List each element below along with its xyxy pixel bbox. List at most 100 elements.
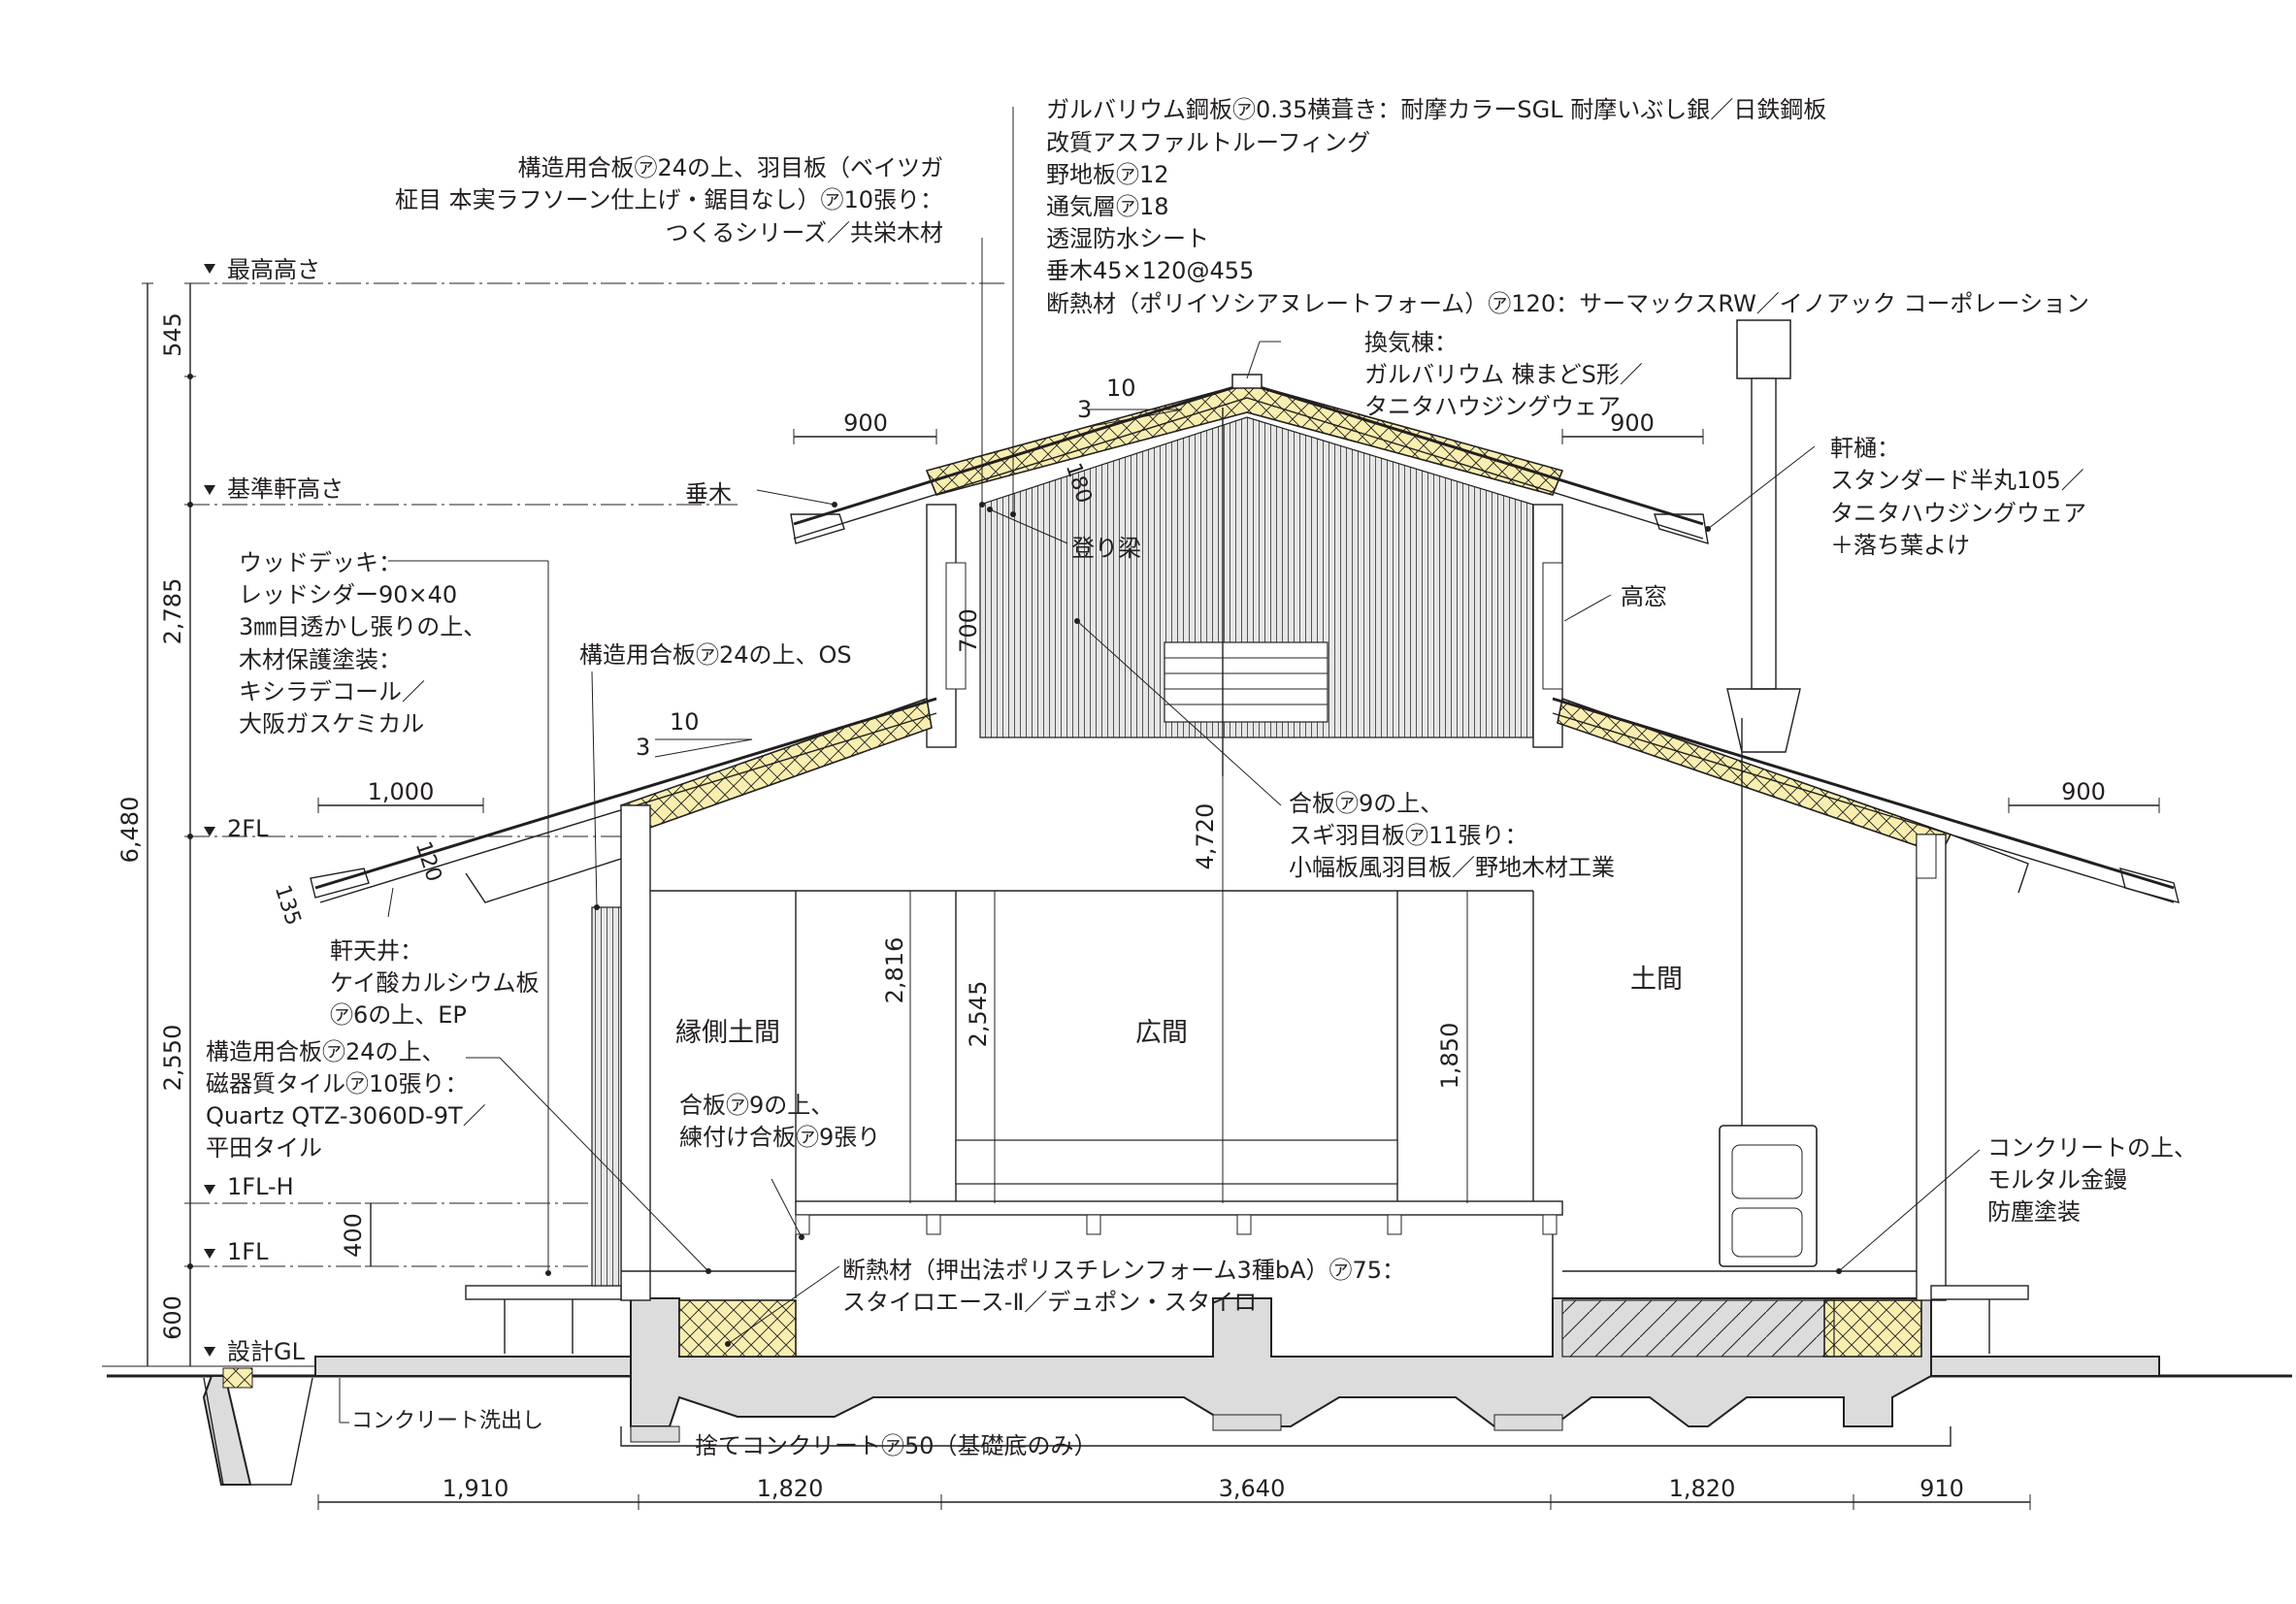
- eave-dim-900-lower-right: 900: [2061, 778, 2106, 805]
- svg-text:合板㋐9の上、: 合板㋐9の上、: [1289, 790, 1443, 817]
- dim-400: 400: [340, 1213, 367, 1258]
- leader-lines: [339, 107, 1981, 1447]
- high-window-note: 高窓: [1621, 583, 1667, 610]
- wood-stove: [1719, 319, 1818, 1267]
- deck-note: ウッドデッキ： レッドシダー90×40 3㎜目透かし張りの上、 木材保護塗装： …: [239, 549, 486, 737]
- svg-text:タニタハウジングウェア: タニタハウジングウェア: [1830, 500, 2086, 527]
- gutter-note: 軒樋： スタンダード半丸105／ タニタハウジングウェア ＋落ち葉よけ: [1830, 435, 2086, 559]
- svg-text:レッドシダー90×40: レッドシダー90×40: [239, 581, 457, 608]
- svg-text:軒樋：: 軒樋：: [1830, 435, 1900, 462]
- svg-text:ガルバリウム 棟まどS形／: ガルバリウム 棟まどS形／: [1364, 361, 1643, 388]
- svg-text:木材保護塗装：: 木材保護塗装：: [239, 646, 402, 673]
- bottom-dimension-line: [317, 1494, 2031, 1510]
- dim-545: 545: [159, 312, 186, 357]
- inner-dimension-lines: [909, 408, 1468, 1203]
- slope-upper-rise: 3: [1077, 396, 1092, 423]
- svg-text:合板㋐9の上、: 合板㋐9の上、: [679, 1092, 834, 1119]
- room-hiroma: 広間: [1135, 1018, 1188, 1048]
- svg-text:モルタル金鏝: モルタル金鏝: [1987, 1166, 2127, 1194]
- slope-lower-run: 10: [670, 708, 700, 736]
- dim-700: 700: [955, 608, 982, 653]
- dim-1910: 1,910: [443, 1475, 509, 1502]
- svg-text:＋落ち葉よけ: ＋落ち葉よけ: [1830, 532, 1970, 559]
- upper-roof: [790, 374, 1709, 776]
- soffit-note: 軒天井： ケイ酸カルシウム板 ㋐6の上、EP: [330, 937, 540, 1029]
- svg-text:キシラデコール／: キシラデコール／: [239, 678, 425, 705]
- ground-and-foundation: [107, 1297, 2292, 1486]
- svg-text:㋐6の上、EP: ㋐6の上、EP: [330, 1001, 467, 1029]
- blinding-concrete-note: 捨てコンクリート㋐50（基礎底のみ）: [695, 1432, 1098, 1459]
- svg-text:ガルバリウム鋼板㋐0.35横葺き：耐摩カラーSGL 耐摩いぶ: ガルバリウム鋼板㋐0.35横葺き：耐摩カラーSGL 耐摩いぶし銀／日鉄鋼板: [1046, 96, 1826, 123]
- svg-text:柾目 本実ラフソーン仕上げ・鋸目なし）㋐10張り：: 柾目 本実ラフソーン仕上げ・鋸目なし）㋐10張り：: [395, 186, 943, 213]
- floor-tile-note: 構造用合板㋐24の上、 磁器質タイル㋐10張り： Quartz QTZ-3060…: [206, 1038, 486, 1162]
- dim-2545: 2,545: [965, 981, 992, 1048]
- ceiling-spec-note: 構造用合板㋐24の上、羽目板（ベイツガ 柾目 本実ラフソーン仕上げ・鋸目なし）㋐…: [395, 154, 943, 246]
- svg-text:平田タイル: 平田タイル: [206, 1134, 322, 1162]
- level-1fl: 1FL: [227, 1238, 269, 1265]
- svg-text:つくるシリーズ／共栄木材: つくるシリーズ／共栄木材: [666, 219, 943, 246]
- dim-3640: 3,640: [1219, 1475, 1286, 1502]
- svg-text:断熱材（ポリイソシアヌレートフォーム）㋐120：サーマックス: 断熱材（ポリイソシアヌレートフォーム）㋐120：サーマックスRW／イノアック コ…: [1046, 290, 2089, 317]
- ridge-vent-note: 換気棟： ガルバリウム 棟まどS形／ タニタハウジングウェア: [1364, 329, 1643, 420]
- slope-symbol-lower: [654, 738, 753, 758]
- eave-dimension-lines: [317, 429, 2160, 813]
- room-engawa: 縁側土間: [675, 1018, 780, 1048]
- dim-600: 600: [159, 1295, 186, 1340]
- svg-text:ケイ酸カルシウム板: ケイ酸カルシウム板: [330, 969, 540, 997]
- svg-text:スギ羽目板㋐11張り：: スギ羽目板㋐11張り：: [1289, 822, 1528, 849]
- svg-text:コンクリートの上、: コンクリートの上、: [1987, 1134, 2197, 1162]
- svg-text:構造用合板㋐24の上、: 構造用合板㋐24の上、: [206, 1038, 445, 1065]
- svg-text:改質アスファルトルーフィング: 改質アスファルトルーフィング: [1046, 129, 1370, 156]
- level-eaves-height: 基準軒高さ: [227, 475, 344, 503]
- svg-text:換気棟：: 換気棟：: [1364, 329, 1458, 356]
- svg-text:防塵塗装: 防塵塗装: [1987, 1198, 2081, 1226]
- wall-board-note: 合板㋐9の上、 スギ羽目板㋐11張り： 小幅板風羽目板／野地木材工業: [1289, 790, 1615, 881]
- lower-roof-ceiling-note: 構造用合板㋐24の上、OS: [579, 641, 852, 669]
- eave-dim-900-upper-left: 900: [843, 409, 888, 437]
- roof-spec-note: ガルバリウム鋼板㋐0.35横葺き：耐摩カラーSGL 耐摩いぶし銀／日鉄鋼板 改質…: [1046, 96, 2089, 317]
- svg-text:構造用合板㋐24の上、羽目板（ベイツガ: 構造用合板㋐24の上、羽目板（ベイツガ: [517, 154, 943, 181]
- eave-dim-1000: 1,000: [368, 778, 435, 805]
- slope-upper-run: 10: [1106, 375, 1136, 402]
- svg-text:大阪ガスケミカル: 大阪ガスケミカル: [239, 710, 424, 737]
- eave-dim-900-upper-right: 900: [1610, 409, 1655, 437]
- svg-text:Quartz QTZ-3060D-9T／: Quartz QTZ-3060D-9T／: [206, 1102, 486, 1129]
- rising-beam-note: 登り梁: [1071, 535, 1141, 562]
- dim-1850: 1,850: [1436, 1023, 1463, 1090]
- level-max-height: 最高高さ: [227, 256, 320, 283]
- svg-text:練付け合板㋐9張り: 練付け合板㋐9張り: [679, 1124, 880, 1151]
- dim-910: 910: [1919, 1475, 1964, 1502]
- svg-text:断熱材（押出法ポリスチレンフォーム3種bA）㋐75：: 断熱材（押出法ポリスチレンフォーム3種bA）㋐75：: [842, 1257, 1405, 1284]
- dim-1820-left: 1,820: [757, 1475, 824, 1502]
- svg-text:透湿防水シート: 透湿防水シート: [1046, 225, 1209, 252]
- interior-structure: [465, 718, 2029, 1354]
- level-1fl-h: 1FL-H: [227, 1173, 294, 1200]
- slope-symbol-upper: [1086, 409, 1183, 428]
- dim-120: 120: [410, 838, 446, 885]
- dim-2785: 2,785: [159, 578, 186, 645]
- dim-135: 135: [270, 882, 306, 929]
- level-gl: 設計GL: [227, 1338, 306, 1365]
- rafter-note: 垂木: [685, 480, 732, 507]
- svg-text:通気層㋐18: 通気層㋐18: [1046, 193, 1169, 220]
- svg-text:スタンダード半丸105／: スタンダード半丸105／: [1830, 467, 2084, 494]
- dim-2816: 2,816: [881, 937, 908, 1004]
- svg-text:ウッドデッキ：: ウッドデッキ：: [239, 549, 402, 576]
- svg-text:小幅板風羽目板／野地木材工業: 小幅板風羽目板／野地木材工業: [1289, 854, 1615, 881]
- concrete-floor-note: コンクリートの上、 モルタル金鏝 防塵塗装: [1987, 1134, 2197, 1226]
- level-2fl: 2FL: [227, 815, 269, 842]
- svg-text:野地板㋐12: 野地板㋐12: [1046, 161, 1169, 188]
- exposed-concrete-note: コンクリート洗出し: [351, 1409, 543, 1433]
- svg-text:スタイロエース-Ⅱ／デュポン・スタイロ: スタイロエース-Ⅱ／デュポン・スタイロ: [842, 1289, 1257, 1316]
- dim-4720: 4,720: [1192, 803, 1219, 870]
- dim-2550: 2,550: [159, 1025, 186, 1092]
- svg-text:タニタハウジングウェア: タニタハウジングウェア: [1364, 393, 1621, 420]
- room-doma: 土間: [1630, 965, 1683, 995]
- svg-text:3㎜目透かし張りの上、: 3㎜目透かし張りの上、: [239, 613, 486, 640]
- slope-lower-rise: 3: [636, 734, 650, 761]
- vertical-dimension-lines: [142, 282, 377, 1367]
- dim-6480: 6,480: [116, 797, 144, 864]
- svg-text:磁器質タイル㋐10張り：: 磁器質タイル㋐10張り：: [206, 1070, 469, 1097]
- svg-text:垂木45×120@455: 垂木45×120@455: [1046, 257, 1254, 284]
